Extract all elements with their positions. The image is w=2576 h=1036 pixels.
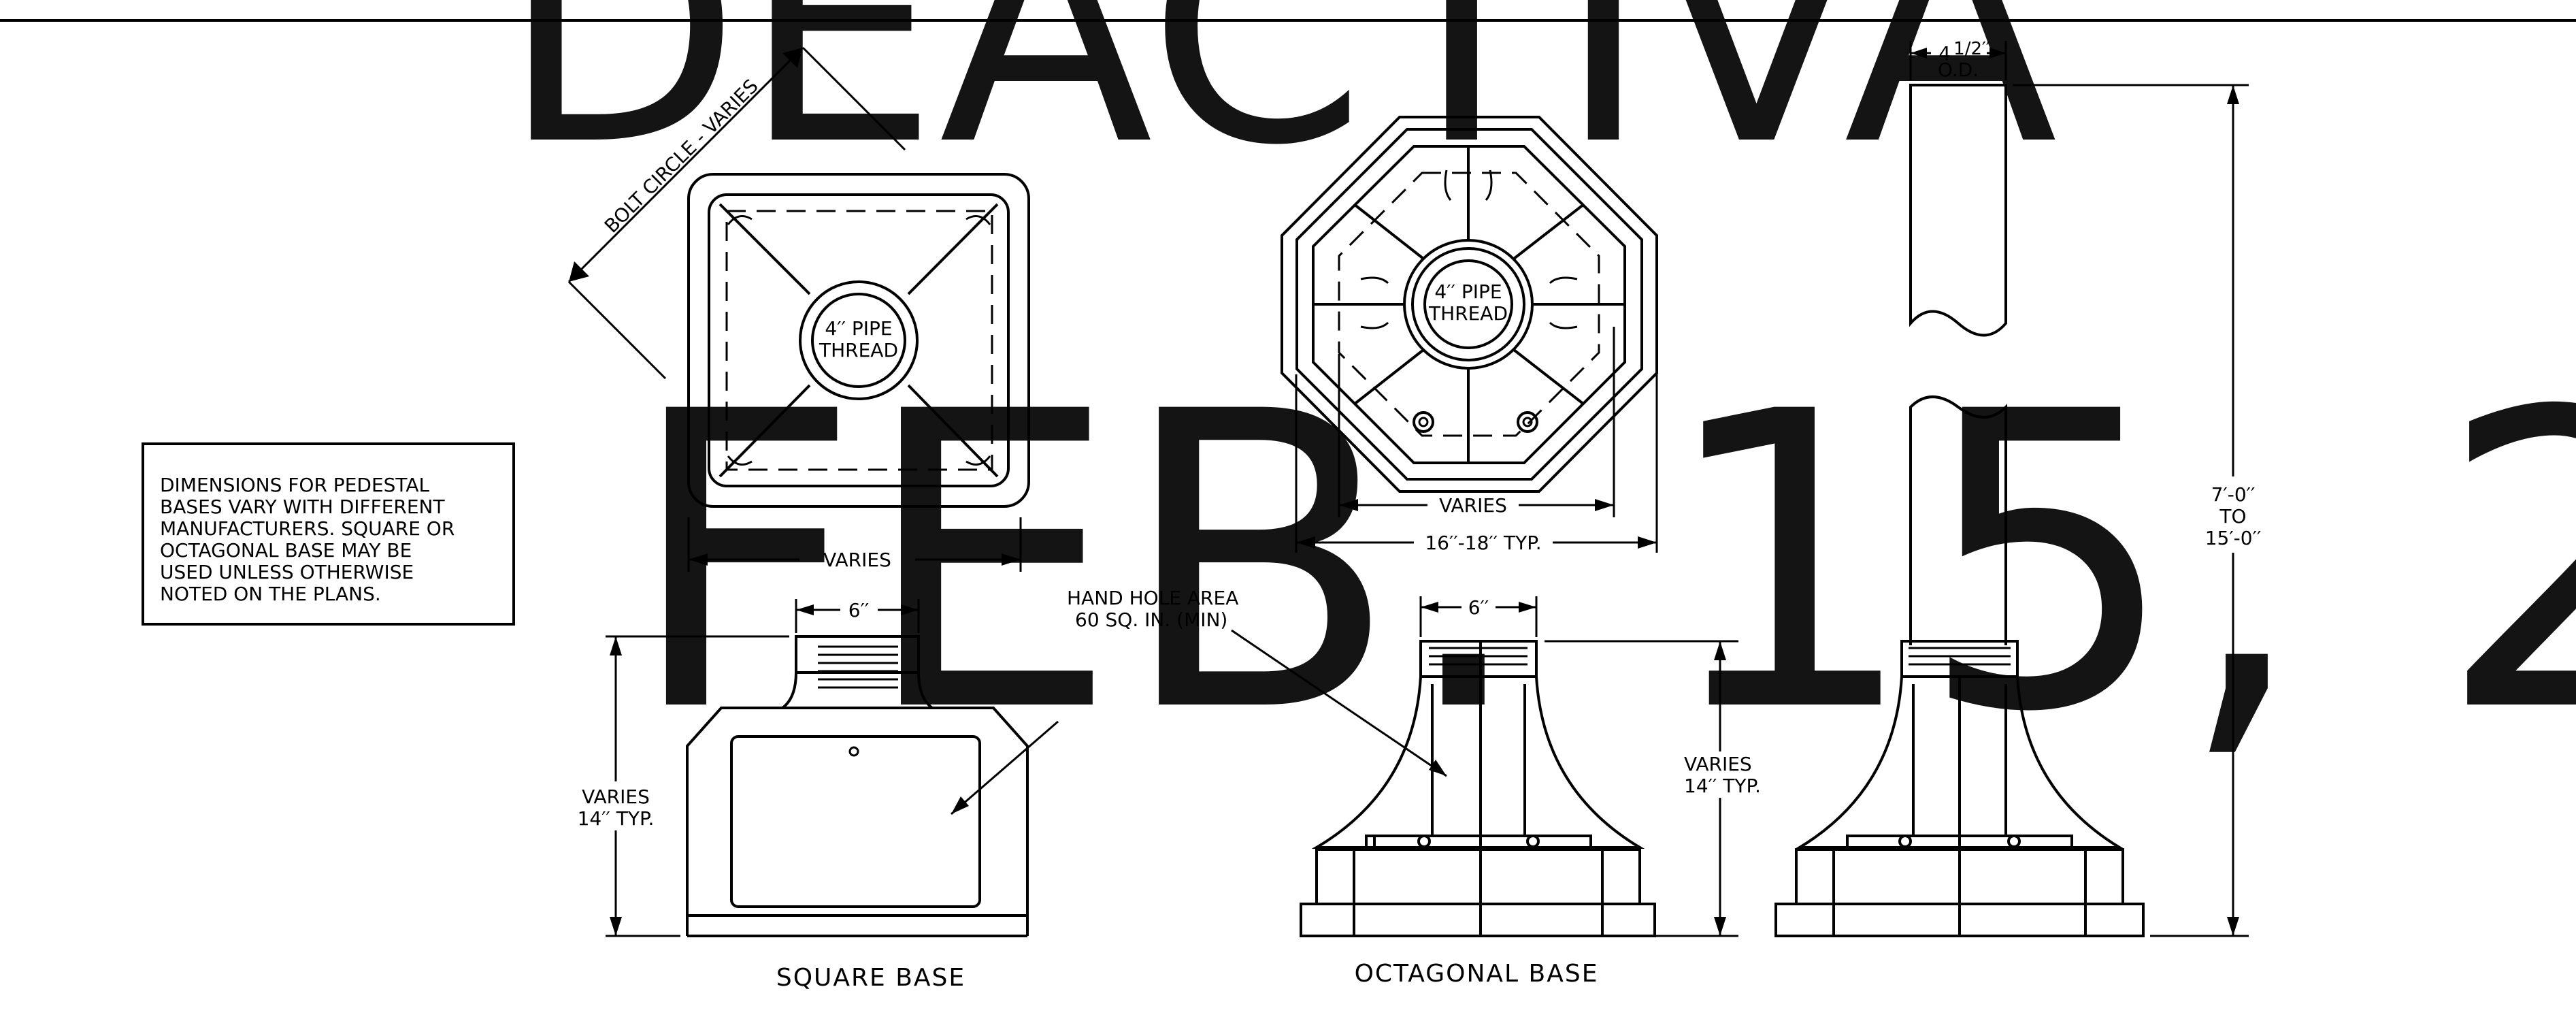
octagon-pipe-inner <box>1423 259 1513 349</box>
octagon-outer <box>1281 116 1658 493</box>
note-line-2: BASES VARY WITH DIFFERENT <box>160 496 446 518</box>
square-height-label-1: VARIES <box>582 786 650 808</box>
octagonal-base-elevation: 6′′ HAND HOLE AREA 60 SQ. IN. (MIN) VARI… <box>1067 587 1761 988</box>
square-pipe-thread-label-1: 4′′ PIPE <box>825 317 892 340</box>
pole-height-label-2: TO <box>2219 505 2246 528</box>
octagonal-base-caption: OCTAGONAL BASE <box>1355 960 1599 988</box>
pole-od-whole: 4 <box>1938 42 1951 65</box>
octagon-bolt-circle <box>1338 172 1600 437</box>
general-note: DIMENSIONS FOR PEDESTAL BASES VARY WITH … <box>142 442 515 626</box>
hand-hole-label-1: HAND HOLE AREA <box>1067 587 1238 609</box>
octagon-height-label-2: 14′′ TYP. <box>1684 775 1761 797</box>
square-inner-outline <box>708 193 1010 487</box>
octagon-pipe-thread-label-1: 4′′ PIPE <box>1434 280 1502 303</box>
square-base-elevation: 6′′ VARIES 14′′ TYP. SQUARE BASE <box>578 599 1059 992</box>
pole-od-fraction: 1/2′′ <box>1953 39 1990 59</box>
square-bolt-square <box>725 210 993 471</box>
octagon-pipe-mid <box>1411 247 1525 361</box>
square-pipe-thread-label-2: THREAD <box>819 339 898 361</box>
note-line-3: MANUFACTURERS. SQUARE OR <box>160 517 455 540</box>
octagon-top-width-label: 6′′ <box>1468 596 1489 619</box>
octagonal-base-plan-view: 4′′ PIPE THREAD VARIES 16′′-18′′ TYP. <box>1281 116 1658 554</box>
note-line-6: NOTED ON THE PLANS. <box>160 583 381 605</box>
octagon-pipe-outer <box>1403 239 1534 370</box>
pole-elevation: 4 1/2′′ O.D. 7′-0′′ TO 15′-0′′ <box>1774 39 2262 937</box>
note-line-5: USED UNLESS OTHERWISE <box>160 561 414 583</box>
pole-height-label-1: 7′-0′′ <box>2211 483 2256 506</box>
pole-height-label-3: 15′-0′′ <box>2205 527 2262 549</box>
square-top-width-label: 6′′ <box>848 599 870 621</box>
note-line-4: OCTAGONAL BASE MAY BE <box>160 539 412 562</box>
square-height-label-2: 14′′ TYP. <box>578 807 655 830</box>
square-hand-hole <box>730 735 981 908</box>
octagon-outer-width-label: 16′′-18′′ TYP. <box>1425 532 1541 554</box>
pole-od-label: O.D. <box>1938 59 1979 81</box>
square-pipe-inner <box>811 293 906 388</box>
watermark-line-1: DEACTIVA <box>500 0 2059 214</box>
square-width-label: VARIES <box>823 549 891 571</box>
square-base-caption: SQUARE BASE <box>776 964 965 992</box>
octagon-height-label-1: VARIES <box>1684 753 1752 775</box>
octagon-pipe-thread-label-2: THREAD <box>1428 302 1508 325</box>
deactivated-watermark: DEACTIVA FEB. 15, 2 <box>500 0 2576 801</box>
octagon-inner-width-label: VARIES <box>1439 494 1507 517</box>
watermark-line-2: FEB. 15, 2 <box>626 325 2576 801</box>
note-line-1: DIMENSIONS FOR PEDESTAL <box>160 474 429 496</box>
square-pipe-outer <box>799 280 919 400</box>
hand-hole-label-2: 60 SQ. IN. (MIN) <box>1075 609 1227 631</box>
note-box <box>142 442 515 626</box>
square-outer-outline <box>687 173 1030 508</box>
